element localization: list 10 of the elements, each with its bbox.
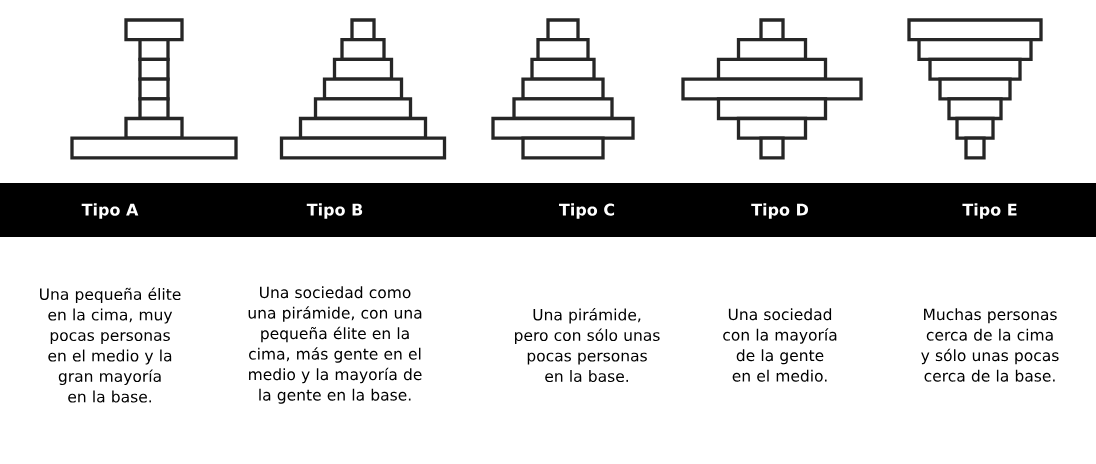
description-text: Una sociedad con la mayoría de la gente en el medio. — [723, 308, 837, 382]
column-heading: Tipo B — [306, 203, 363, 219]
description-text: Una sociedad como una pirámide, con una pequeña élite en la cima, más gente en el medio y la mayoría de la gente en la base. — [248, 286, 422, 404]
column-heading: Tipo D — [751, 203, 808, 219]
column-heading: Tipo A — [81, 203, 139, 219]
description-text: Muchas personas cerca de la cima y sólo unas pocas cerca de la base. — [921, 308, 1059, 382]
description-text: Una pequeña élite en la cima, muy pocas personas en el medio y la gran mayoría en la base. — [40, 287, 181, 403]
column-heading: Tipo E — [962, 203, 1017, 219]
description-text: Una pirámide, pero con sólo unas pocas personas en la base. — [515, 307, 660, 383]
column-heading: Tipo C — [559, 203, 615, 219]
